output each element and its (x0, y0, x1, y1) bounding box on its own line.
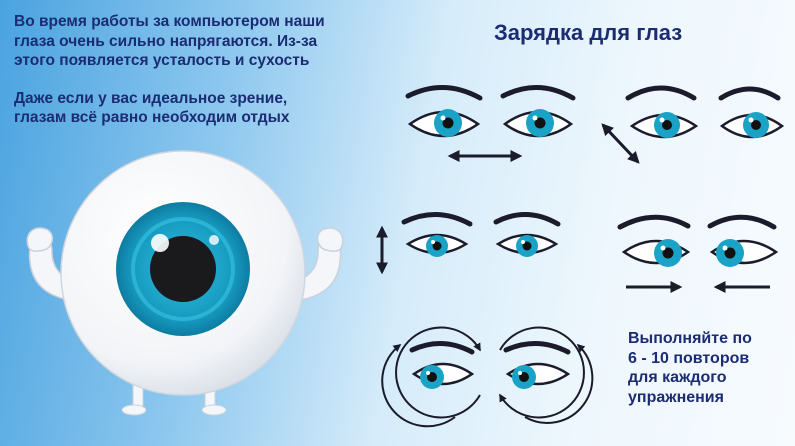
intro-text: Во время работы за компьютером наши глаз… (14, 12, 364, 146)
glint (532, 115, 538, 121)
eye-left (405, 85, 483, 138)
intro-paragraph-2: Даже если у вас идеальное зрение, глазам… (14, 89, 364, 128)
eyebrow (617, 214, 691, 230)
eye-right (707, 214, 779, 267)
glint (722, 245, 728, 251)
pupil (662, 247, 674, 259)
pupil (724, 247, 736, 259)
eyebrow (625, 85, 697, 101)
circular-arrow-lower (524, 343, 594, 424)
pupil (442, 117, 454, 129)
glint (431, 240, 435, 244)
mascot-highlight (151, 234, 169, 252)
eyebrow (405, 85, 483, 101)
pupil (432, 241, 442, 251)
pupil (522, 241, 532, 251)
eye-right (499, 326, 594, 424)
mascot-right-fist (316, 227, 344, 252)
eyebrow (718, 86, 781, 101)
pupil (427, 372, 437, 382)
mascot-highlight-small (209, 235, 219, 245)
glint (521, 240, 525, 244)
glint (660, 245, 666, 251)
intro-paragraph-1: Во время работы за компьютером наши глаз… (14, 12, 364, 71)
poster-title: Зарядка для глаз (494, 20, 683, 45)
mascot-pupil (150, 236, 216, 302)
intro-line: Во время работы за компьютером наши (14, 13, 325, 30)
mascot-left-fist (26, 227, 54, 252)
glint (440, 115, 446, 121)
eyebrow (707, 214, 777, 230)
exercise-converge (617, 214, 779, 293)
double-arrow-diagonal (601, 123, 640, 164)
mascot-left-foot (121, 404, 147, 416)
repeat-note: Выполняйте по 6 - 10 повторов для каждог… (628, 329, 752, 407)
exercise-diagonal (601, 85, 785, 164)
glint (426, 371, 430, 375)
eye-left (617, 214, 691, 267)
glint (659, 117, 665, 123)
eye-left (625, 85, 699, 139)
eyebrow (409, 340, 475, 355)
intro-line: глаза очень сильно напрягаются. Из-за (14, 32, 318, 50)
circular-arrow (499, 326, 585, 419)
eyebrow (401, 211, 473, 227)
pupil (751, 120, 761, 130)
eye-right (500, 85, 576, 138)
glint (518, 371, 522, 375)
eye-right (718, 86, 785, 139)
eyebrow (493, 211, 561, 227)
note-line: Выполняйте по (628, 330, 752, 347)
circular-arrow-lower (381, 344, 456, 428)
eye-left (401, 211, 473, 257)
mascot-right-foot (201, 404, 227, 416)
eyeball-mascot (26, 150, 344, 416)
eyebrow (503, 340, 571, 355)
exercise-vertical (376, 211, 561, 275)
pupil (519, 372, 529, 382)
exercise-circular (381, 326, 594, 428)
mascot-iris-ring (131, 217, 235, 321)
intro-line: Даже если у вас идеальное зрение, (14, 89, 288, 107)
eyebrow (500, 85, 576, 101)
note-line: упражнения (628, 388, 724, 406)
circular-arrow (395, 326, 481, 419)
pupil (662, 120, 672, 130)
exercise-horizontal (405, 85, 576, 162)
intro-line: этого появляется усталость и сухость (14, 52, 310, 69)
note-line: 6 - 10 повторов (628, 349, 750, 367)
eye-right (493, 211, 561, 257)
eye-left (381, 326, 481, 428)
note-line: для каждого (628, 369, 727, 386)
intro-line: глазам всё равно необходим отдых (14, 109, 290, 126)
pupil (534, 117, 546, 129)
glint (748, 117, 754, 123)
